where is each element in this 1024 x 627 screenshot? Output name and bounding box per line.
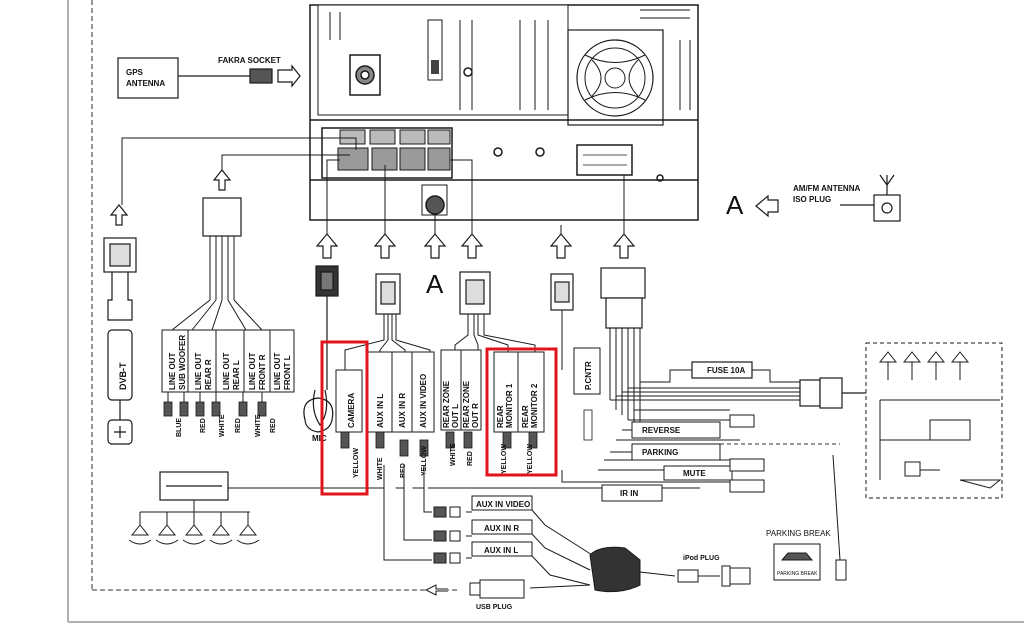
aux-yellow-label: YELLOW (421, 446, 428, 476)
aux-in-video-box-label: AUX IN VIDEO (476, 500, 530, 509)
blue-wire-label: BLUE (176, 418, 183, 437)
antenna-label: ANTENNA (126, 79, 165, 88)
iso-plug-label: ISO PLUG (793, 195, 831, 204)
ir-in-label: IR IN (620, 489, 638, 498)
dvbt-label: DVB-T (118, 362, 128, 390)
monitor-1-yellow-label: YELLOW (501, 444, 508, 474)
camera-highlight-box (320, 340, 369, 496)
fuse-holder (691, 361, 753, 379)
rear-monitor-1-label: REAR (496, 405, 505, 428)
fakra-cable (178, 64, 301, 88)
ipod-plug-label: iPod PLUG (683, 555, 720, 562)
mic-cable (303, 265, 339, 433)
aux-in-l-label: AUX IN L (376, 394, 385, 428)
line-out-rear-l-label: LINE OUT (222, 353, 231, 390)
parking-break-icon-label: PARKING BREAK (777, 571, 818, 577)
aux-white-label: WHITE (377, 457, 384, 480)
rca-plugs-line-out (163, 401, 267, 417)
white-wire-label-2: WHITE (255, 414, 262, 437)
harness-label-boxes (335, 347, 601, 433)
rear-zone-red-label: RED (467, 451, 474, 466)
red-wire-label-1: RED (200, 418, 207, 433)
line-out-front-l-label: LINE OUT (273, 353, 282, 390)
usb-plug-label: USB PLUG (476, 604, 513, 611)
line-out-front-r-label: LINE OUT (248, 353, 257, 390)
rear-r-label: REAR R (204, 359, 213, 390)
monitor-2-label: MONITOR 2 (530, 383, 539, 428)
red-wire-label-3: RED (270, 418, 277, 433)
speaker-panel (865, 342, 1003, 499)
gps-antenna-box: GPS ANTENNA (117, 57, 179, 99)
front-r-label: FRONT R (258, 354, 267, 390)
camera-yellow-label: YELLOW (353, 448, 360, 478)
head-unit (309, 4, 699, 221)
sub-woofer-label: SUB WOOFER (178, 335, 187, 390)
amplifier (140, 471, 600, 513)
speaker-icons (128, 512, 260, 545)
up-arrows (109, 169, 636, 259)
parking-label: PARKING (642, 448, 678, 457)
line-out-harness (161, 197, 295, 410)
amfm-antenna (755, 174, 901, 222)
monitor-1-label: MONITOR 1 (505, 383, 514, 428)
camera-label: CAMERA (347, 393, 356, 428)
rear-zone-out-l-label: REAR ZONE (442, 380, 451, 428)
front-l-label: FRONT L (283, 355, 292, 390)
parking-break-switch (773, 454, 847, 581)
amfm-antenna-label: AM/FM ANTENNA (793, 184, 860, 193)
a-marker-center: A (426, 269, 444, 299)
line-out-sub-label: LINE OUT (168, 353, 177, 390)
dvbt-module (103, 237, 137, 445)
rear-monitor-highlight-box (485, 347, 558, 477)
rear-zone-white-label: WHITE (450, 443, 457, 466)
rear-l-label: REAR L (232, 360, 241, 390)
center-harness (375, 267, 646, 329)
aux-in-boxes (383, 465, 533, 564)
reverse-label: REVERSE (642, 426, 681, 435)
aux-in-r-label: AUX IN R (398, 393, 407, 428)
harness-lines (121, 137, 625, 234)
aux-in-l-box-label: AUX IN L (484, 546, 518, 555)
out-r-label: OUT R (471, 403, 480, 428)
rear-zone-out-r-label: REAR ZONE (462, 380, 471, 428)
fakra-socket-label: FAKRA SOCKET (218, 56, 281, 65)
monitor-2-yellow-label: YELLOW (527, 444, 534, 474)
ipod-usb-adapter (424, 509, 751, 599)
a-marker-right: A (726, 190, 744, 220)
rear-monitor-2-label: REAR (521, 405, 530, 428)
red-wire-label-2: RED (235, 418, 242, 433)
line-out-rear-r-label: LINE OUT (194, 353, 203, 390)
function-boxes (601, 414, 765, 502)
mute-label: MUTE (683, 469, 706, 478)
gps-label: GPS (126, 68, 144, 77)
out-l-label: OUT L (451, 404, 460, 428)
aux-in-r-box-label: AUX IN R (484, 524, 519, 533)
rca-plugs-center (340, 409, 593, 457)
parking-break-label: PARKING BREAK (766, 529, 831, 538)
aux-in-video-label: AUX IN VIDEO (419, 374, 428, 428)
power-plug (799, 377, 866, 409)
fuse-label: FUSE 10A (707, 366, 745, 375)
white-wire-label-1: WHITE (219, 414, 226, 437)
pcntr-label: P.CNTR (584, 361, 593, 390)
mic-label: MIC (312, 434, 327, 443)
